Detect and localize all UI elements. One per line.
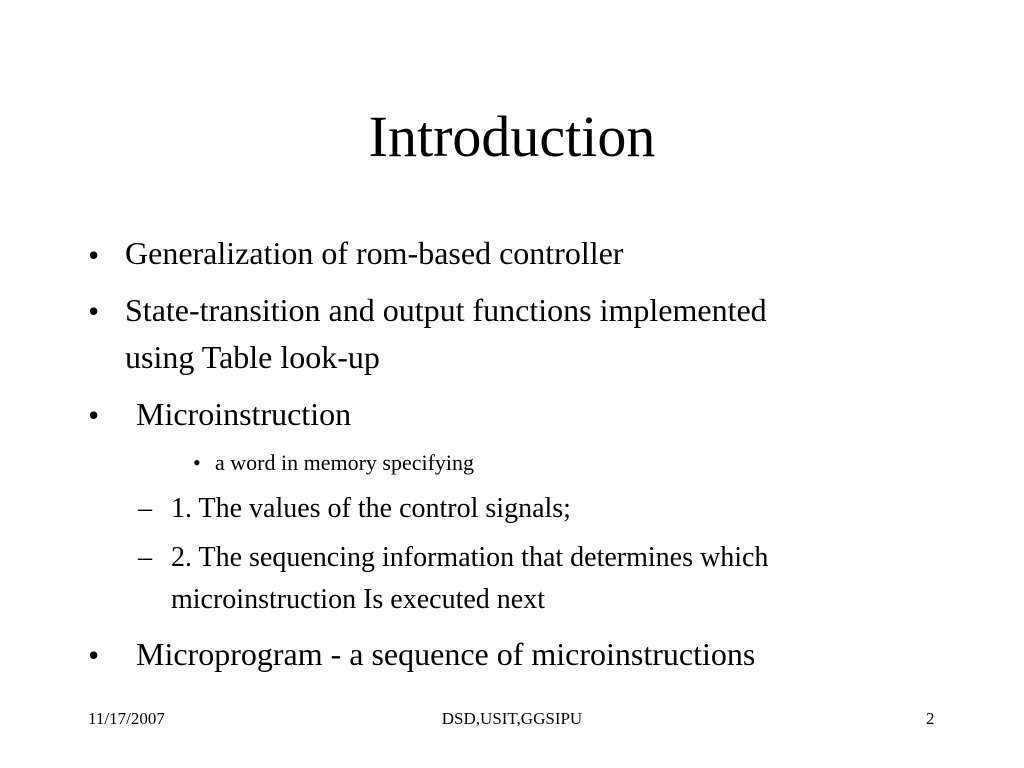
dash-text-line1: 2. The sequencing information that deter… bbox=[171, 542, 769, 573]
sub-bullet-marker: • bbox=[193, 450, 201, 475]
bullet-marker: • bbox=[88, 237, 100, 273]
bullet-marker: • bbox=[88, 637, 100, 673]
bullet-text: Generalization of rom-based controller bbox=[125, 235, 624, 271]
dash-text-line2: microinstruction Is executed next bbox=[171, 584, 545, 615]
footer-center: DSD,USIT,GGSIPU bbox=[441, 709, 583, 728]
sub-bullet-text: a word in memory specifying bbox=[215, 450, 475, 475]
bullet-text: Microinstruction bbox=[136, 396, 352, 432]
bullet-marker: • bbox=[88, 397, 100, 433]
dash-text: 1. The values of the control signals; bbox=[171, 493, 571, 524]
bullet-text-line2: using Table look-up bbox=[125, 339, 380, 375]
footer-date: 11/17/2007 bbox=[88, 709, 165, 728]
dash-marker: – bbox=[138, 493, 152, 524]
dash-marker: – bbox=[138, 542, 152, 573]
slide-title: Introduction bbox=[368, 104, 656, 169]
footer-page-number: 2 bbox=[926, 709, 935, 728]
bullet-text-line1: State-transition and output functions im… bbox=[125, 292, 767, 328]
bullet-text: Microprogram - a sequence of microinstru… bbox=[136, 636, 756, 672]
bullet-marker: • bbox=[88, 293, 100, 329]
